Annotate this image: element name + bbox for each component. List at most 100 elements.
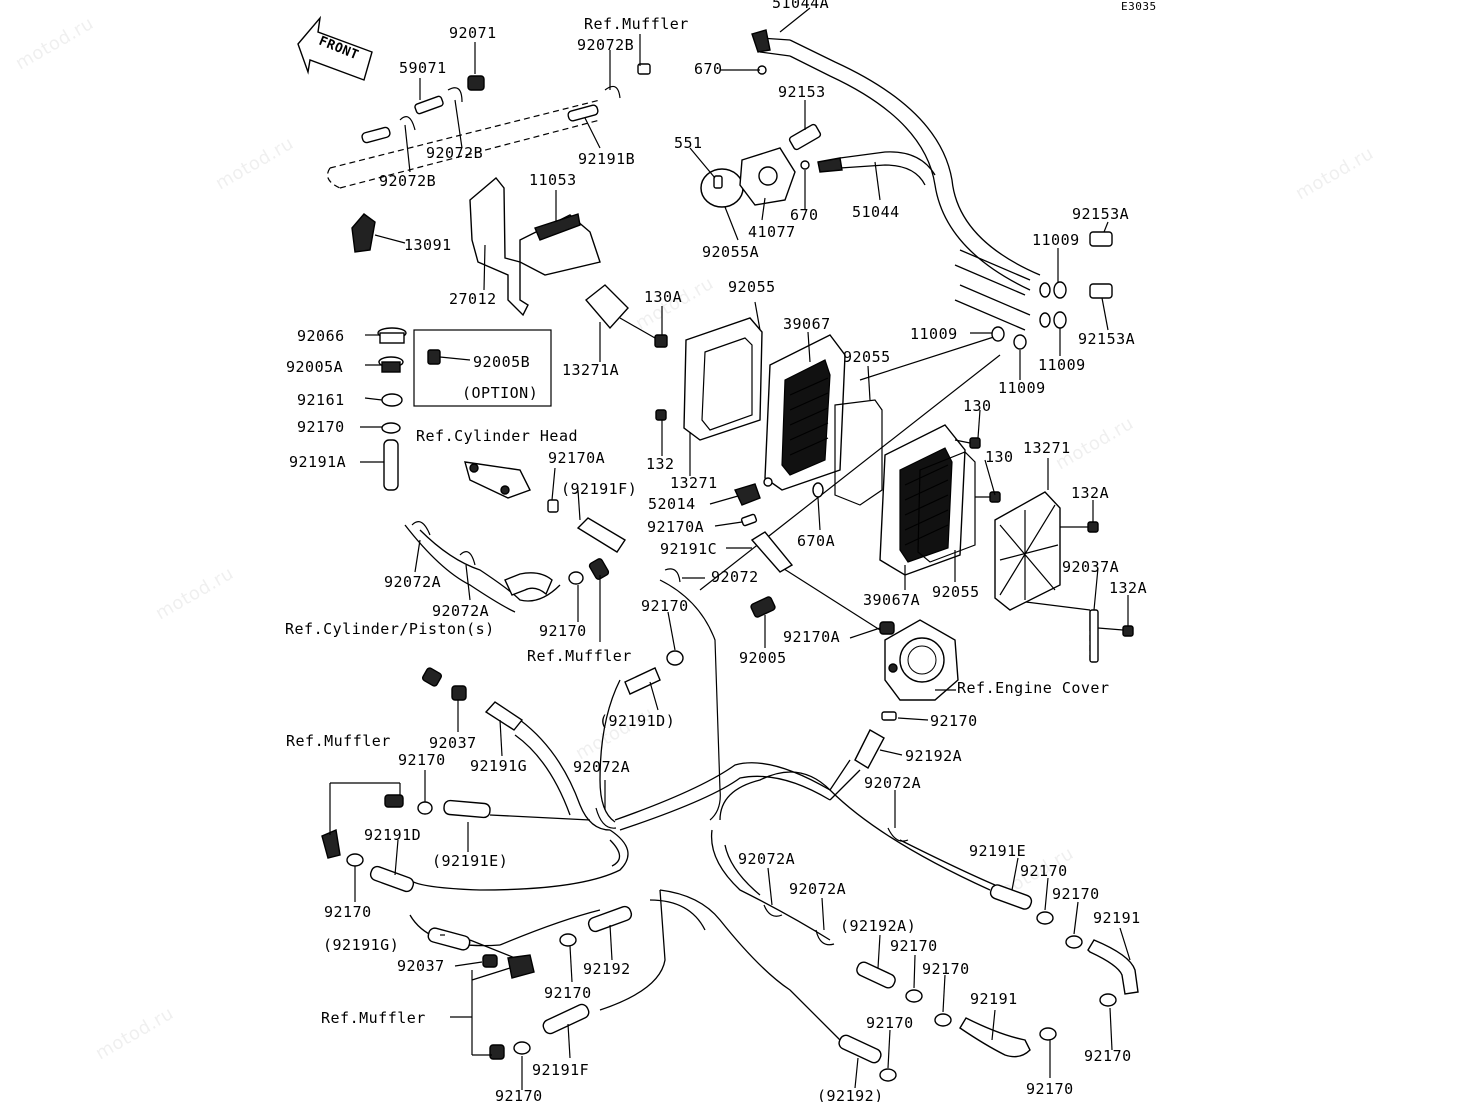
label-52014: 52014 [648, 495, 696, 513]
tube-92191B [361, 104, 599, 144]
ref-muffler-brackets [329, 782, 511, 1056]
label-92072A: 92072A [432, 602, 489, 620]
fitting-ref-cylinder-piston [421, 667, 467, 701]
label-92170: 92170 [495, 1087, 543, 1102]
clamp-92170A [547, 499, 895, 635]
label-92055A: 92055A [702, 243, 759, 261]
fitting-92071 [467, 75, 485, 91]
bolt-132 [655, 409, 667, 421]
label-132A: 132A [1071, 484, 1109, 502]
label-130A: 130A [644, 288, 682, 306]
watermark-text: motod.ru [92, 1003, 177, 1064]
gasket-92055 [683, 317, 763, 441]
label-551: 551 [674, 134, 703, 152]
label-92170: 92170 [1026, 1080, 1074, 1098]
label-ref-cylinder-piston: Ref.Cylinder/Piston(s) [285, 620, 495, 638]
label-92170: 92170 [297, 418, 345, 436]
label-670A: 670A [797, 532, 835, 550]
label-11009: 11009 [1032, 231, 1080, 249]
label-11009: 11009 [998, 379, 1046, 397]
engine-cover-ref [884, 619, 959, 701]
label-92153A: 92153A [1078, 330, 1135, 348]
plate-13271A [584, 284, 629, 330]
plug-92005A [378, 356, 404, 373]
label-92037: 92037 [429, 734, 477, 752]
label-92191G-ref: (92191G) [323, 936, 399, 954]
diagram-code: E3035 [1121, 0, 1157, 13]
label-92192: 92192 [583, 960, 631, 978]
elbow-51044A [751, 29, 771, 53]
label-27012: 27012 [449, 290, 497, 308]
bracket-27012 [469, 177, 601, 317]
label-ref-muffler: Ref.Muffler [321, 1009, 426, 1027]
label-92191G: 92191G [470, 757, 527, 775]
label-92072A: 92072A [384, 573, 441, 591]
label-92071: 92071 [449, 24, 497, 42]
fitting-52014 [734, 477, 773, 506]
label-92191: 92191 [1093, 909, 1141, 927]
label-92191D: 92191D [364, 826, 421, 844]
bolt-130 [954, 437, 1001, 503]
cooler-39067A [879, 424, 966, 576]
label-92191C: 92191C [660, 540, 717, 558]
hose-92191D-ref [624, 667, 661, 695]
label-92005: 92005 [739, 649, 787, 667]
label-92153: 92153 [778, 83, 826, 101]
label-92170: 92170 [544, 984, 592, 1002]
label-92191F-ref: (92191F) [561, 480, 637, 498]
label-92170: 92170 [641, 597, 689, 615]
circlip-92072B [399, 85, 621, 131]
hose-92191F-ref [576, 517, 626, 553]
hose-92191D [369, 865, 415, 893]
label-59071: 59071 [399, 59, 447, 77]
label-51044: 51044 [852, 203, 900, 221]
pin-92072B [637, 63, 651, 75]
label-92153A: 92153A [1072, 205, 1129, 223]
label-92170: 92170 [922, 960, 970, 978]
label-92072A: 92072A [573, 758, 630, 776]
plug-92066 [377, 327, 407, 344]
label-92191A: 92191A [289, 453, 346, 471]
label-92072A: 92072A [789, 880, 846, 898]
label-92191: 92191 [970, 990, 1018, 1008]
plate-13271 [994, 491, 1061, 611]
label-92161: 92161 [297, 391, 345, 409]
label-92072B: 92072B [379, 172, 436, 190]
hose-92191E [443, 799, 1033, 910]
label-132: 132 [646, 455, 675, 473]
spacer-92037A [1089, 609, 1099, 663]
option-box [413, 329, 552, 407]
hose-92191G [484, 701, 524, 731]
housing-41077 [739, 147, 796, 206]
label-92170: 92170 [539, 622, 587, 640]
leader-lines [354, 7, 1131, 1090]
label-92170: 92170 [930, 712, 978, 730]
watermark-layer: motod.ru motod.ru motod.ru motod.ru moto… [12, 13, 1377, 1064]
label-ref-engine-cover: Ref.Engine Cover [957, 679, 1110, 697]
label-13271: 13271 [670, 474, 718, 492]
label-92191E: 92191E [969, 842, 1026, 860]
label-92170: 92170 [1020, 862, 1068, 880]
fitting-51044 [817, 157, 843, 173]
pin-551 [713, 175, 723, 189]
label-92072A: 92072A [738, 850, 795, 868]
label-92192A: 92192A [905, 747, 962, 765]
label-92037A: 92037A [1062, 558, 1119, 576]
manifold-ref-cylinder-head [464, 461, 531, 499]
label-92005B: 92005B [473, 353, 530, 371]
label-92170A: 92170A [647, 518, 704, 536]
label-ref-muffler: Ref.Muffler [527, 647, 632, 665]
circlip-92072 [411, 521, 909, 946]
fitting-92005 [750, 596, 776, 618]
hose-92192 [587, 905, 882, 1064]
clamp-92170 [381, 422, 401, 434]
label-670: 670 [790, 206, 819, 224]
gasket-92055 [917, 451, 976, 563]
hose-92191A [383, 439, 399, 491]
hose-92191G-ref [427, 927, 471, 951]
label-51044A: 51044A [772, 0, 829, 12]
hose-92191F [542, 1003, 590, 1035]
label-92072B: 92072B [577, 36, 634, 54]
cap-92161 [381, 393, 403, 407]
